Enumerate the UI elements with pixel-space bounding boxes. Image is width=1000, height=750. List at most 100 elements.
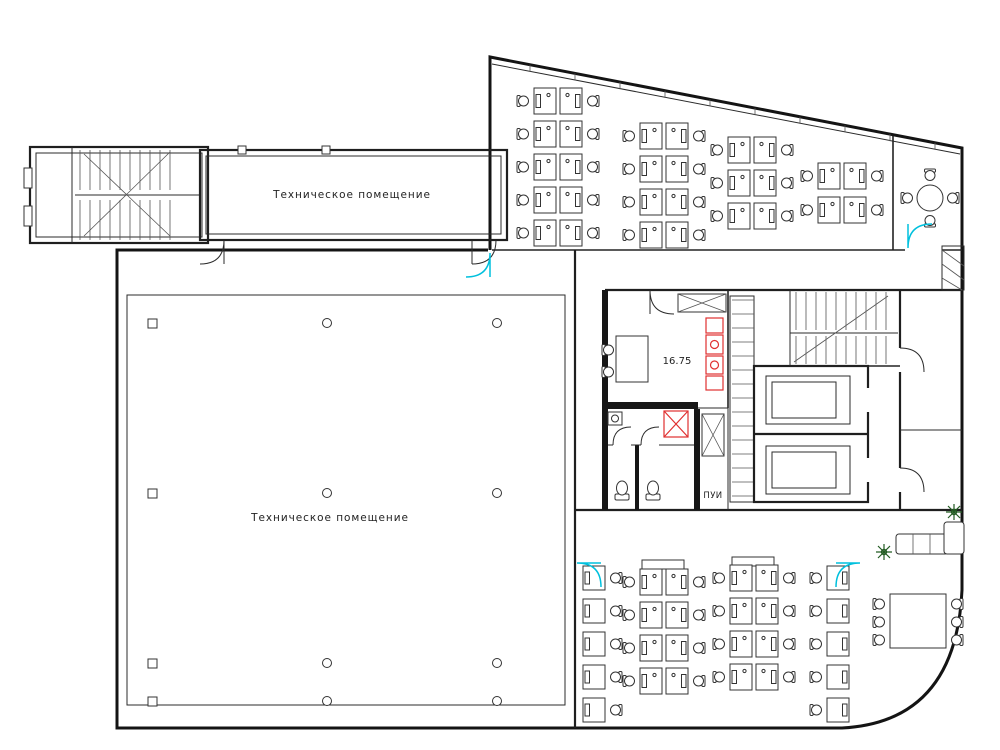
dining-table: [889, 593, 947, 649]
chair: [872, 634, 885, 646]
shower-unit: [663, 410, 689, 438]
workstation-pair: [713, 664, 795, 690]
chair: [601, 366, 614, 378]
workstation: [810, 698, 849, 722]
core-stairs: [789, 290, 900, 367]
lounge-area: [872, 503, 965, 649]
workstation-pair: [623, 635, 705, 661]
workstation-pair: [623, 569, 705, 595]
riser-shaft: [941, 245, 965, 291]
workstation-pair: [713, 598, 795, 624]
column-grid: [147, 318, 502, 707]
stair-treads: [795, 292, 887, 330]
chair: [601, 344, 614, 356]
cabinet: [731, 556, 775, 567]
elevator-car: [765, 445, 851, 495]
workstation-pair: [623, 156, 705, 182]
room-label: Техническое помещение: [272, 189, 431, 201]
core-area: 16.75 ПУИ: [601, 245, 965, 510]
workstation-pair: [711, 137, 793, 163]
sofa: [943, 521, 965, 555]
door-swing: [465, 252, 491, 278]
workstation-pair: [623, 602, 705, 628]
storage-shelf: [701, 413, 725, 457]
door-swing: [899, 467, 925, 493]
window-ticks: [529, 64, 936, 150]
door-swing: [576, 562, 602, 588]
door-swing: [471, 239, 497, 265]
workstation-pair: [801, 163, 883, 189]
workstation-pair: [623, 222, 705, 248]
building-outline: [115, 55, 964, 730]
cabinet: [641, 559, 685, 570]
workstation-pair: [517, 121, 599, 147]
door-leaf: [23, 205, 33, 227]
duct-shaft: [729, 295, 755, 503]
door-accents: [465, 223, 933, 588]
workstation: [810, 599, 849, 623]
office-area-lower: [583, 556, 849, 722]
workstation-pair: [713, 631, 795, 657]
door-swing: [899, 347, 925, 373]
kitchen-table: [615, 335, 649, 383]
workstation-pair: [711, 170, 793, 196]
plant-icon: [875, 543, 893, 561]
door-swing: [612, 426, 632, 446]
toilet: [614, 480, 630, 501]
stair-treads: [79, 200, 171, 240]
door-swing: [907, 223, 933, 249]
workstation: [810, 632, 849, 656]
room-label: ПУИ: [703, 491, 722, 501]
chair: [951, 616, 964, 628]
workstation-pair: [517, 187, 599, 213]
kitchen-room: 16.75: [601, 289, 729, 408]
workstation-pair: [713, 565, 795, 591]
elevator-car: [765, 375, 851, 425]
workstation-pair: [623, 189, 705, 215]
workstation-pair: [517, 154, 599, 180]
stair-break-line: [83, 151, 171, 237]
workstation-pair: [517, 220, 599, 246]
chair: [872, 616, 885, 628]
workstation: [583, 632, 622, 656]
cleaning-room: ПУИ: [698, 407, 729, 510]
service-rooms-right: [898, 290, 962, 510]
workstation: [583, 665, 622, 689]
toilet: [645, 480, 661, 501]
door-swing: [199, 239, 225, 265]
workstation-pair: [623, 123, 705, 149]
stairwell-upper-left: [23, 145, 210, 245]
chair: [872, 598, 885, 610]
workstation: [810, 566, 849, 590]
door-swing: [835, 562, 861, 588]
workstation: [810, 665, 849, 689]
stair-treads: [79, 150, 171, 190]
office-area-upper: [517, 88, 883, 248]
technical-room-upper: Техническое помещение: [198, 145, 509, 265]
door-swing: [640, 426, 660, 446]
workstation: [583, 566, 622, 590]
sofa: [895, 533, 949, 555]
workstation: [583, 698, 622, 722]
kitchen-appliances: [705, 317, 724, 391]
restrooms: [602, 402, 700, 510]
chair: [951, 634, 964, 646]
chair: [951, 598, 964, 610]
elevator-door: [865, 388, 870, 412]
stair-break-line: [793, 295, 889, 363]
technical-room-main: Техническое помещение: [126, 294, 566, 707]
elevator-block: [752, 364, 870, 504]
door-leaf: [23, 167, 33, 189]
meeting-area: [892, 136, 959, 250]
workstation-pair: [623, 668, 705, 694]
elevator-door: [865, 458, 870, 482]
door-swing: [649, 289, 675, 315]
plant-icon: [945, 503, 963, 521]
stair-treads: [795, 336, 887, 364]
sink: [607, 411, 623, 426]
area-value: 16.75: [663, 356, 692, 367]
room-label: Техническое помещение: [250, 512, 409, 524]
meeting-table: [901, 169, 959, 227]
